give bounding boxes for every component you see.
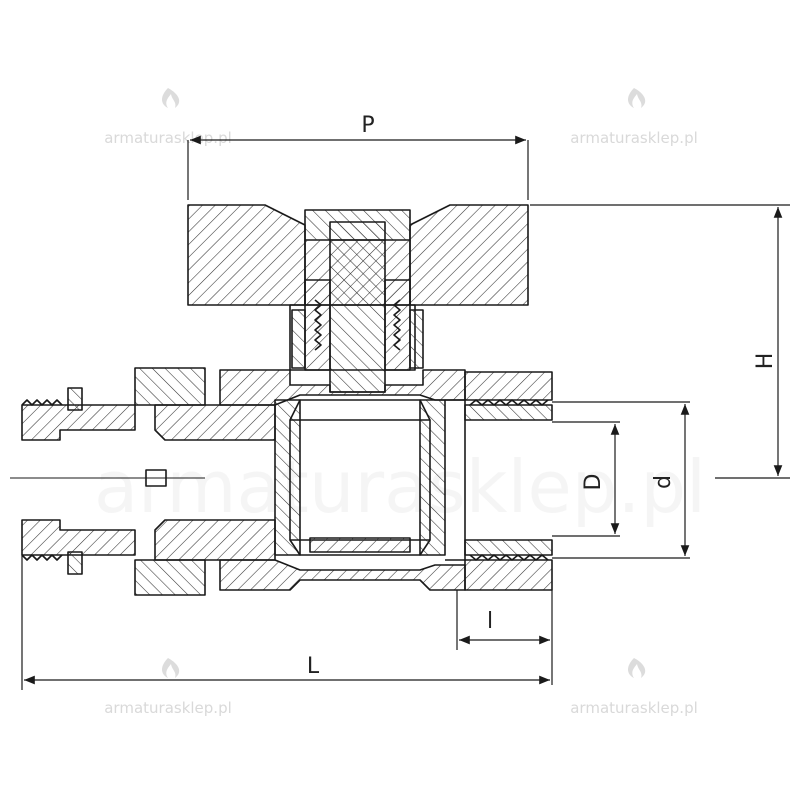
- watermark-text-2: armaturasklep.pl: [570, 129, 698, 147]
- dimension-label-h: H: [753, 353, 778, 370]
- valve-stem: [329, 221, 386, 393]
- dimension-lines: [21, 135, 790, 690]
- dimension-label-small-d: d: [651, 475, 676, 489]
- valve-body: [21, 367, 553, 596]
- dimension-label-p: P: [361, 113, 374, 138]
- watermark-text-1: armaturasklep.pl: [104, 129, 232, 147]
- watermark-text-3: armaturasklep.pl: [104, 699, 232, 717]
- watermark-large: armaturasklep.pl: [94, 445, 706, 529]
- dimension-label-big-d: D: [581, 474, 606, 491]
- watermark-top-right: armaturasklep.pl: [570, 88, 698, 147]
- watermark-bottom-right: armaturasklep.pl: [570, 658, 698, 717]
- watermark-bottom-left: armaturasklep.pl: [104, 658, 232, 717]
- watermark-top-left: armaturasklep.pl: [104, 88, 232, 147]
- dimension-label-small-l: l: [487, 609, 493, 634]
- watermark-text-4: armaturasklep.pl: [570, 699, 698, 717]
- dimension-label-big-l: L: [307, 654, 320, 679]
- stem-gland: [289, 279, 424, 371]
